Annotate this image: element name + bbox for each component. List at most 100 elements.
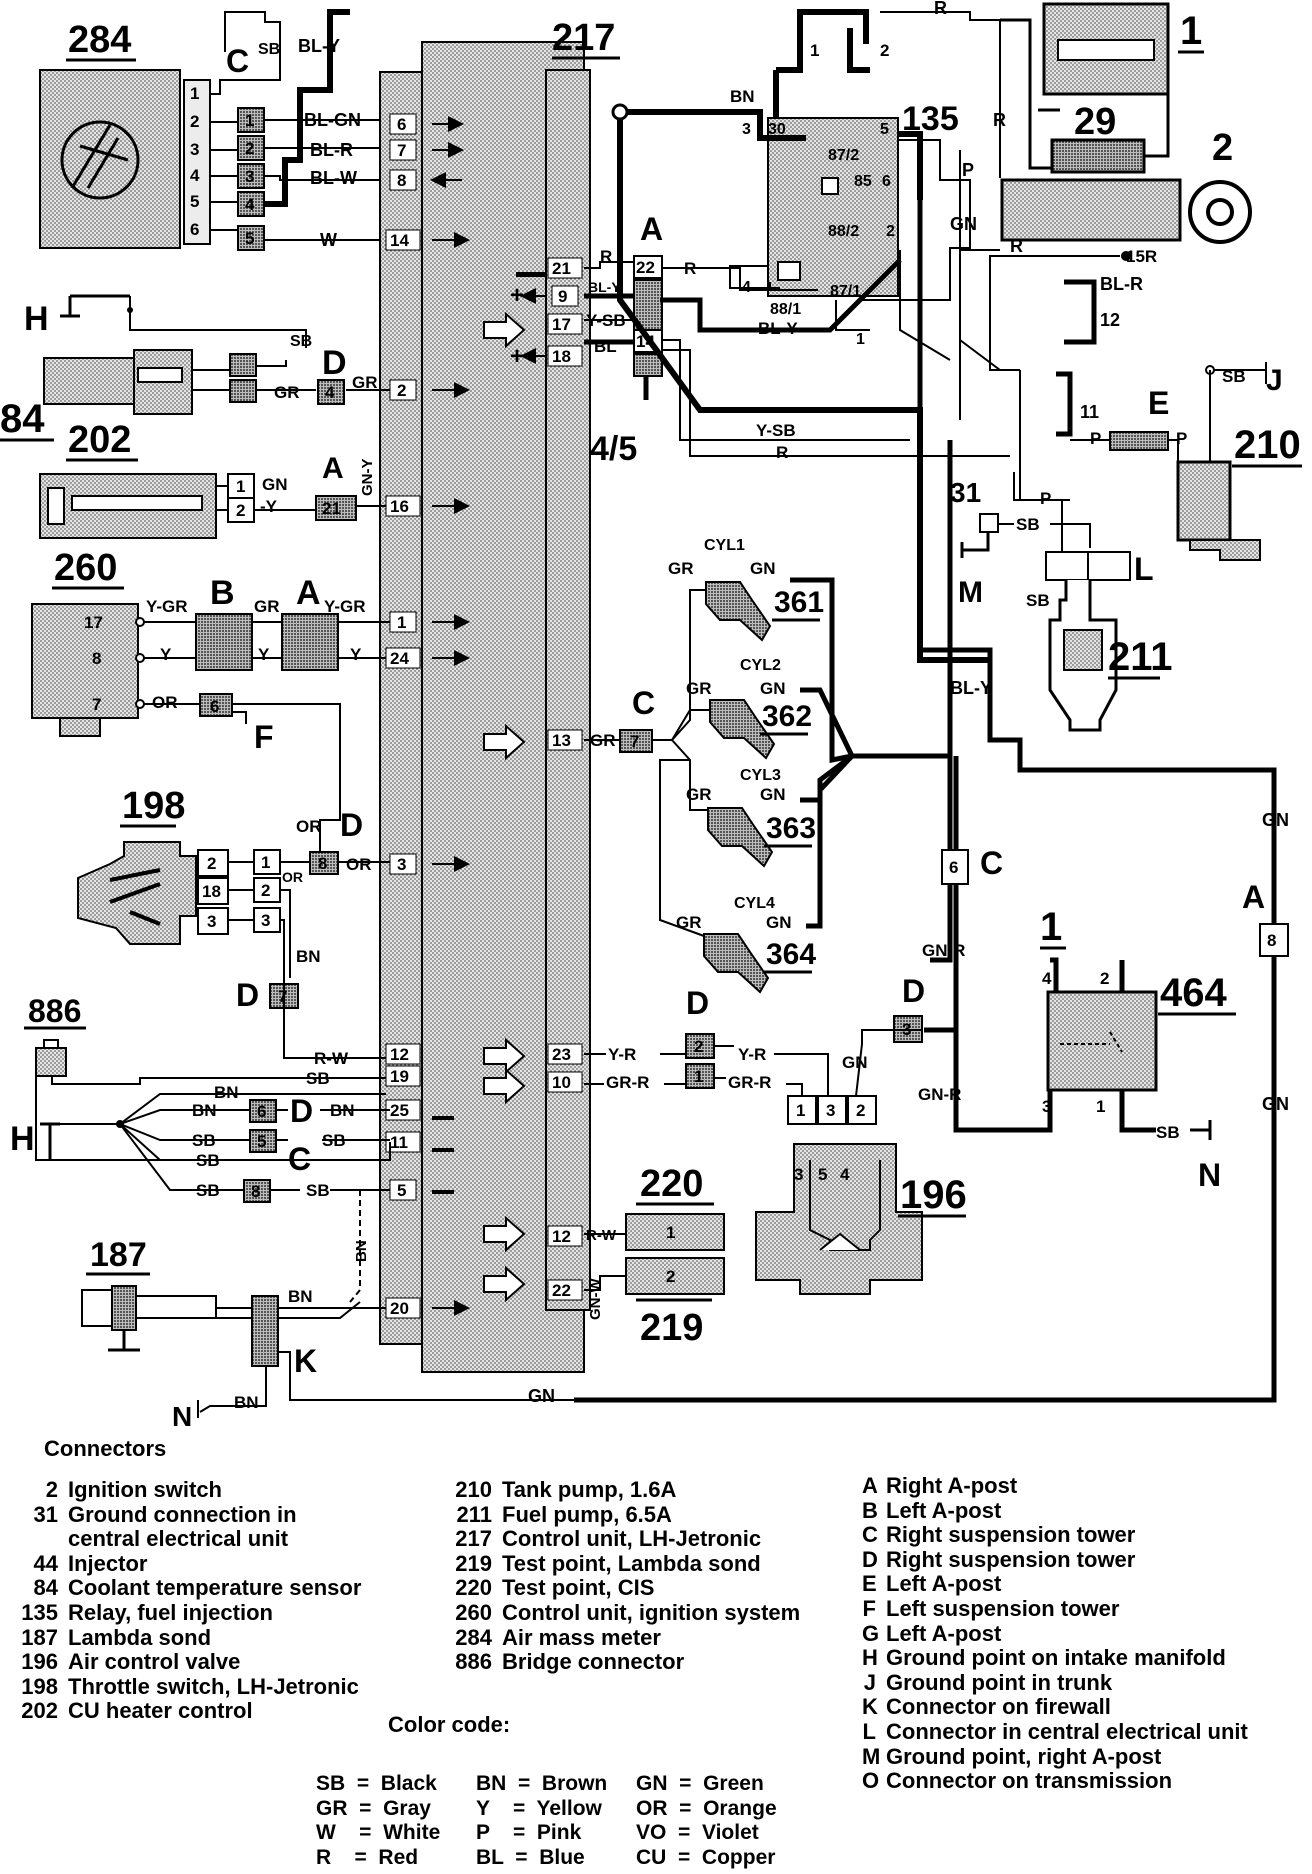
relay-pin-6: 6 [882,173,891,190]
legend-item-text: Connector in central electrical unit [886,1718,1248,1744]
color-code-entry: SB = Black [316,1772,437,1795]
pin-284-5: 5 [190,192,199,211]
pin-284-6: 6 [190,220,199,239]
wire-sb-c: SB [196,1151,220,1170]
legend-item-number: 202 [21,1698,58,1724]
legend-item-text: CU heater control [68,1698,253,1724]
ground-h-lower: H [10,1120,60,1160]
legend-item-number: H [862,1645,878,1671]
conn-j: J [1266,364,1283,397]
ground-h-top: H [24,294,133,338]
legend-item-text: Bridge connector [502,1649,685,1675]
wire-gn-cyl1: GN [750,559,776,578]
svg-text:8: 8 [92,649,101,668]
wire-bl-r-right: BL-R [1100,274,1143,294]
legend-item-number: 135 [21,1599,58,1625]
wire-gn-r-2: GN-R [918,1085,961,1104]
label-260: 260 [54,547,117,589]
connector-b: B GR Y [195,574,280,671]
color-code-entry: W = White [316,1821,441,1845]
conn-l: L [1134,551,1154,587]
wire-sb-5: SB [192,1131,216,1150]
svg-text:6: 6 [210,697,219,716]
ground-n: SB N [1156,1120,1221,1193]
label-464: 464 [1160,971,1227,1015]
wire-p-top: P [962,160,974,180]
legend-item-number: B [862,1497,878,1523]
label-1-mid: 1 [1040,905,1062,949]
legend-item-text: Ground connection in [68,1501,297,1527]
svg-text:3: 3 [1042,1097,1051,1116]
relay-pin-2: 2 [886,223,895,240]
cu-heater-202: 202 1 2 GN -Y A 21 GN-Y [39,419,376,539]
svg-text:4: 4 [840,1165,850,1184]
legend-item-number: A [862,1473,878,1498]
cu-pin-18: 18 [552,347,571,366]
wire-sb-5b: SB [306,1181,330,1200]
legend-item-text: Air control valve [68,1649,241,1675]
label-219: 219 [640,1307,703,1349]
cu-pin-25: 25 [390,1101,409,1120]
connector-198-pins: 123 OR D 8 OR OR BN D 7 R-W [236,807,372,1068]
svg-text:3: 3 [826,1101,835,1120]
color-code-entry: OR = Orange [636,1796,777,1820]
wire-bn-886: BN [214,1083,239,1102]
label-198: 198 [122,785,185,827]
label-211: 211 [1108,635,1173,679]
legend-item-number: 2 [45,1477,58,1502]
label-cyl1: CYL1 [704,537,745,554]
svg-text:4: 4 [1042,969,1052,988]
wire-gr-84: GR [274,383,300,402]
svg-text:3: 3 [245,167,254,186]
legend-item-text: Right A-post [886,1473,1018,1498]
label-29: 29 [1074,101,1116,143]
wire-sb-210: SB [1222,367,1246,386]
wire-bn-relay: BN [730,87,755,106]
legend-item-number: O [862,1768,880,1794]
cu-pin-7: 7 [397,141,406,160]
ground-31: 31 SB M [950,477,1091,609]
svg-text:4: 4 [325,383,335,402]
svg-text:2: 2 [245,139,254,158]
svg-text:2: 2 [880,41,889,60]
conn-d-198: D [340,807,363,843]
svg-text:7: 7 [92,695,101,714]
wire-bl-y-right: BL-Y [950,678,992,698]
svg-text:12: 12 [1100,310,1120,330]
label-1-top: 1 [1180,9,1202,53]
svg-text:2: 2 [666,1267,675,1286]
wire-y-b: Y [258,645,270,664]
wire-gn-cyl2: GN [760,679,786,698]
wire-r-a22: R [600,247,612,266]
coolant-sensor-84: 84 [0,349,257,442]
svg-text:1: 1 [666,1223,675,1242]
svg-text:21: 21 [322,499,341,518]
conn-f: F [254,719,274,755]
cu-pin-5: 5 [397,1181,406,1200]
legend-item-text: central electrical unit [68,1526,289,1552]
connector-c-6: 6 C [941,845,1003,885]
relay-pin-88-2: 88/2 [828,223,859,240]
legend-item-text: Throttle switch, LH-Jetronic [68,1673,359,1699]
svg-text:+: + [510,343,524,370]
connector-d-84: SB D 4 GR GR [274,333,378,405]
svg-text:7: 7 [630,732,639,751]
wire-sb-84: SB [290,333,312,350]
legend-item-number: D [862,1546,878,1572]
label-84: 84 [0,397,45,441]
wire-gr-b: GR [254,597,280,616]
legend-item: A Right A-post [862,1473,1248,1499]
connector-a-right: A 8 [1242,879,1289,957]
